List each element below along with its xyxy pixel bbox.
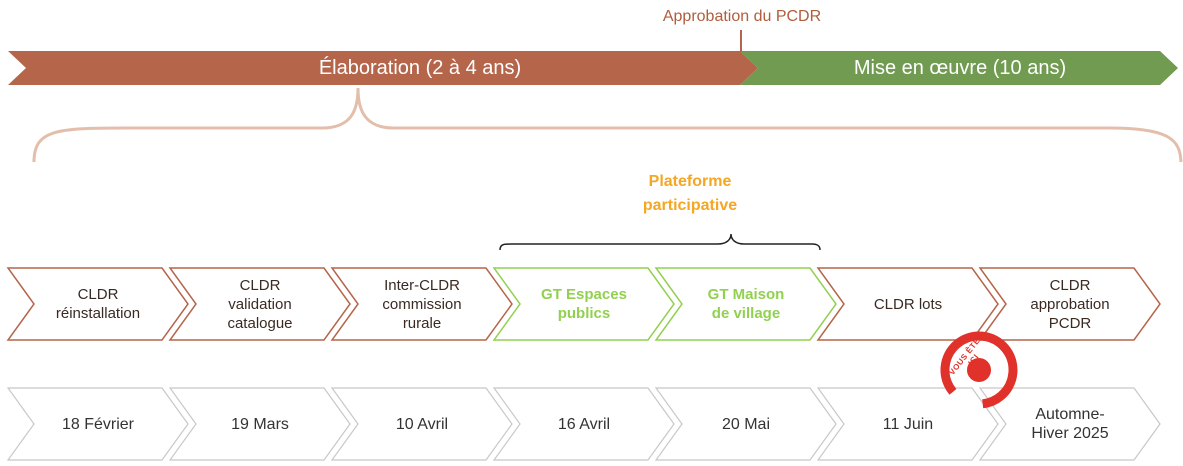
step-chevron-5 <box>654 267 837 341</box>
step-label-7: CLDR approbation PCDR <box>1030 276 1110 332</box>
elaboration-phase-arrow <box>8 51 758 85</box>
date-chevron-4 <box>492 387 675 461</box>
step-label-4: GT Espaces publics <box>541 286 627 322</box>
step-chevron-1 <box>6 267 189 341</box>
step-label-2: CLDR validation catalogue <box>227 276 293 332</box>
step-label-3: Inter-CLDR commission rurale <box>382 276 462 332</box>
date-chevron-5 <box>654 387 837 461</box>
you-are-here-marker <box>940 331 1018 409</box>
platform-label: Plateforme participative <box>642 173 738 214</box>
date-chevron-1 <box>6 387 189 461</box>
date-label-6: 11 Juin <box>882 415 934 433</box>
elaboration-brace <box>32 87 1183 163</box>
step-chevron-7 <box>978 267 1161 341</box>
date-label-2: 19 Mars <box>231 415 289 433</box>
step-chevron-4 <box>492 267 675 341</box>
date-chevron-6 <box>816 387 999 461</box>
approval-label: Approbation du PCDR <box>662 8 822 25</box>
elaboration-label: Élaboration (2 à 4 ans) <box>318 56 522 79</box>
date-label-4: 16 Avril <box>557 415 611 433</box>
date-label-7: Automne- Hiver 2025 <box>1031 406 1109 442</box>
date-label-3: 10 Avril <box>395 415 449 433</box>
step-label-5: GT Maison de village <box>707 286 785 322</box>
step-label-6: CLDR lots <box>873 295 943 313</box>
step-label-1: CLDR réinstallation <box>55 286 141 322</box>
you-are-here-dot <box>967 358 991 382</box>
platform-brace <box>499 233 821 251</box>
date-chevron-7 <box>978 387 1161 461</box>
execution-phase-arrow <box>740 51 1178 85</box>
date-label-5: 20 Mai <box>721 415 771 433</box>
date-chevron-2 <box>168 387 351 461</box>
step-chevron-2 <box>168 267 351 341</box>
step-chevron-3 <box>330 267 513 341</box>
date-label-1: 18 Février <box>61 415 135 433</box>
date-chevron-3 <box>330 387 513 461</box>
execution-label: Mise en œuvre (10 ans) <box>853 56 1067 79</box>
